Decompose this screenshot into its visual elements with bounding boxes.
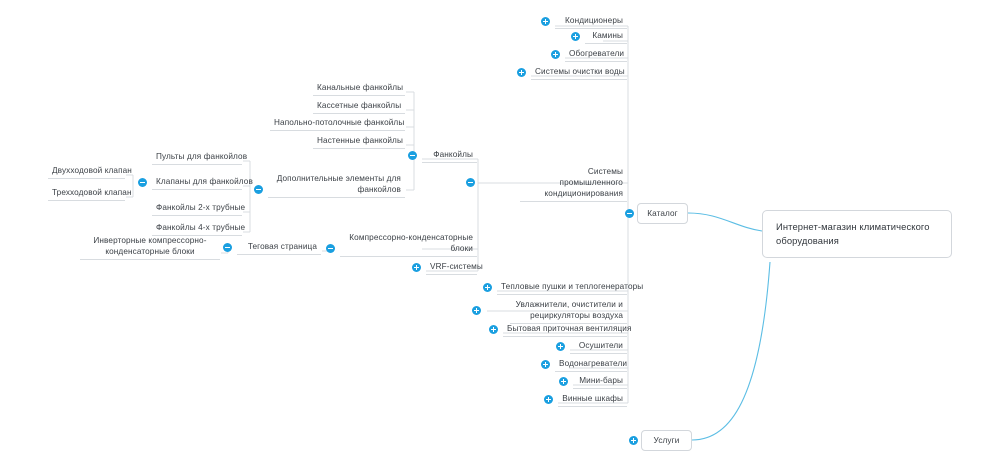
link-root-services: [691, 261, 771, 441]
toggle-humidifiers-plus-icon[interactable]: [472, 306, 481, 315]
toggle-fireplaces-plus-icon[interactable]: [571, 32, 580, 41]
node-heaters[interactable]: Обогреватели: [565, 48, 627, 62]
toggle-vrf-plus-icon[interactable]: [412, 263, 421, 272]
node-fancoil-extras[interactable]: Дополнительные элементы для фанкойлов: [268, 173, 405, 198]
root-node[interactable]: Интернет-магазин климатического оборудов…: [762, 210, 952, 258]
node-wall-fancoils: Настенные фанкойлы: [313, 135, 405, 149]
node-two-way-valve: Двухходовой клапан: [48, 165, 132, 179]
node-humidifiers[interactable]: Увлажнители, очистители и рециркуляторы …: [510, 299, 627, 324]
node-water-purification[interactable]: Системы очистки воды: [531, 66, 627, 80]
node-industrial-conditioning[interactable]: Системы промышленного кондиционирования: [520, 166, 627, 202]
toggle-water-purification-plus-icon[interactable]: [517, 68, 526, 77]
node-fancoils-4pipe: Фанкойлы 4-х трубные: [152, 222, 245, 236]
node-fancoils-2pipe: Фанкойлы 2-х трубные: [152, 202, 245, 216]
link-root-catalog: [687, 212, 763, 232]
toggle-fancoils-minus-icon[interactable]: [408, 151, 417, 160]
toggle-mini-bars-plus-icon[interactable]: [559, 377, 568, 386]
node-three-way-valve: Трехходовой клапан: [48, 187, 131, 201]
node-duct-fancoils: Канальные фанкойлы: [313, 82, 405, 96]
branch-catalog[interactable]: Каталог: [637, 203, 688, 224]
node-cassette-fancoils: Кассетные фанкойлы: [313, 100, 405, 114]
node-mini-bars[interactable]: Мини-бары: [573, 375, 627, 389]
node-fancoil-valves[interactable]: Клапаны для фанкойлов: [152, 176, 253, 190]
node-heat-guns[interactable]: Тепловые пушки и теплогенераторы: [497, 281, 643, 295]
node-tag-page[interactable]: Теговая страница: [237, 241, 321, 255]
toggle-catalog-minus-icon[interactable]: [625, 209, 634, 218]
node-fancoils[interactable]: Фанкойлы: [422, 149, 477, 163]
node-wine-cabinets[interactable]: Винные шкафы: [558, 393, 627, 407]
toggle-industrial-conditioning-minus-icon[interactable]: [466, 178, 475, 187]
toggle-tag-page-minus-icon[interactable]: [223, 243, 232, 252]
branch-services[interactable]: Услуги: [641, 430, 692, 451]
toggle-heaters-plus-icon[interactable]: [551, 50, 560, 59]
toggle-dehumidifiers-plus-icon[interactable]: [556, 342, 565, 351]
toggle-services-plus-icon[interactable]: [629, 436, 638, 445]
node-inverter-ckb: Инверторные компрессорно-конденсаторные …: [80, 235, 220, 260]
node-fancoil-remotes: Пульты для фанкойлов: [152, 151, 247, 165]
node-ckb[interactable]: Компрессорно-конденсаторные блоки: [340, 232, 477, 257]
toggle-home-ventilation-plus-icon[interactable]: [489, 325, 498, 334]
node-conditioners[interactable]: Кондиционеры: [555, 15, 627, 29]
toggle-ckb-minus-icon[interactable]: [326, 244, 335, 253]
node-water-heaters[interactable]: Водонагреватели: [555, 358, 627, 372]
toggle-wine-cabinets-plus-icon[interactable]: [544, 395, 553, 404]
toggle-water-heaters-plus-icon[interactable]: [541, 360, 550, 369]
node-home-ventilation[interactable]: Бытовая приточная вентиляция: [503, 323, 631, 337]
node-dehumidifiers[interactable]: Осушители: [570, 340, 627, 354]
toggle-fancoil-extras-minus-icon[interactable]: [254, 185, 263, 194]
node-vrf[interactable]: VRF-системы: [426, 261, 483, 275]
toggle-heat-guns-plus-icon[interactable]: [483, 283, 492, 292]
toggle-fancoil-valves-minus-icon[interactable]: [138, 178, 147, 187]
node-fireplaces[interactable]: Камины: [585, 30, 627, 44]
toggle-conditioners-plus-icon[interactable]: [541, 17, 550, 26]
node-floor-ceiling-fancoils: Напольно-потолочные фанкойлы: [270, 117, 405, 131]
